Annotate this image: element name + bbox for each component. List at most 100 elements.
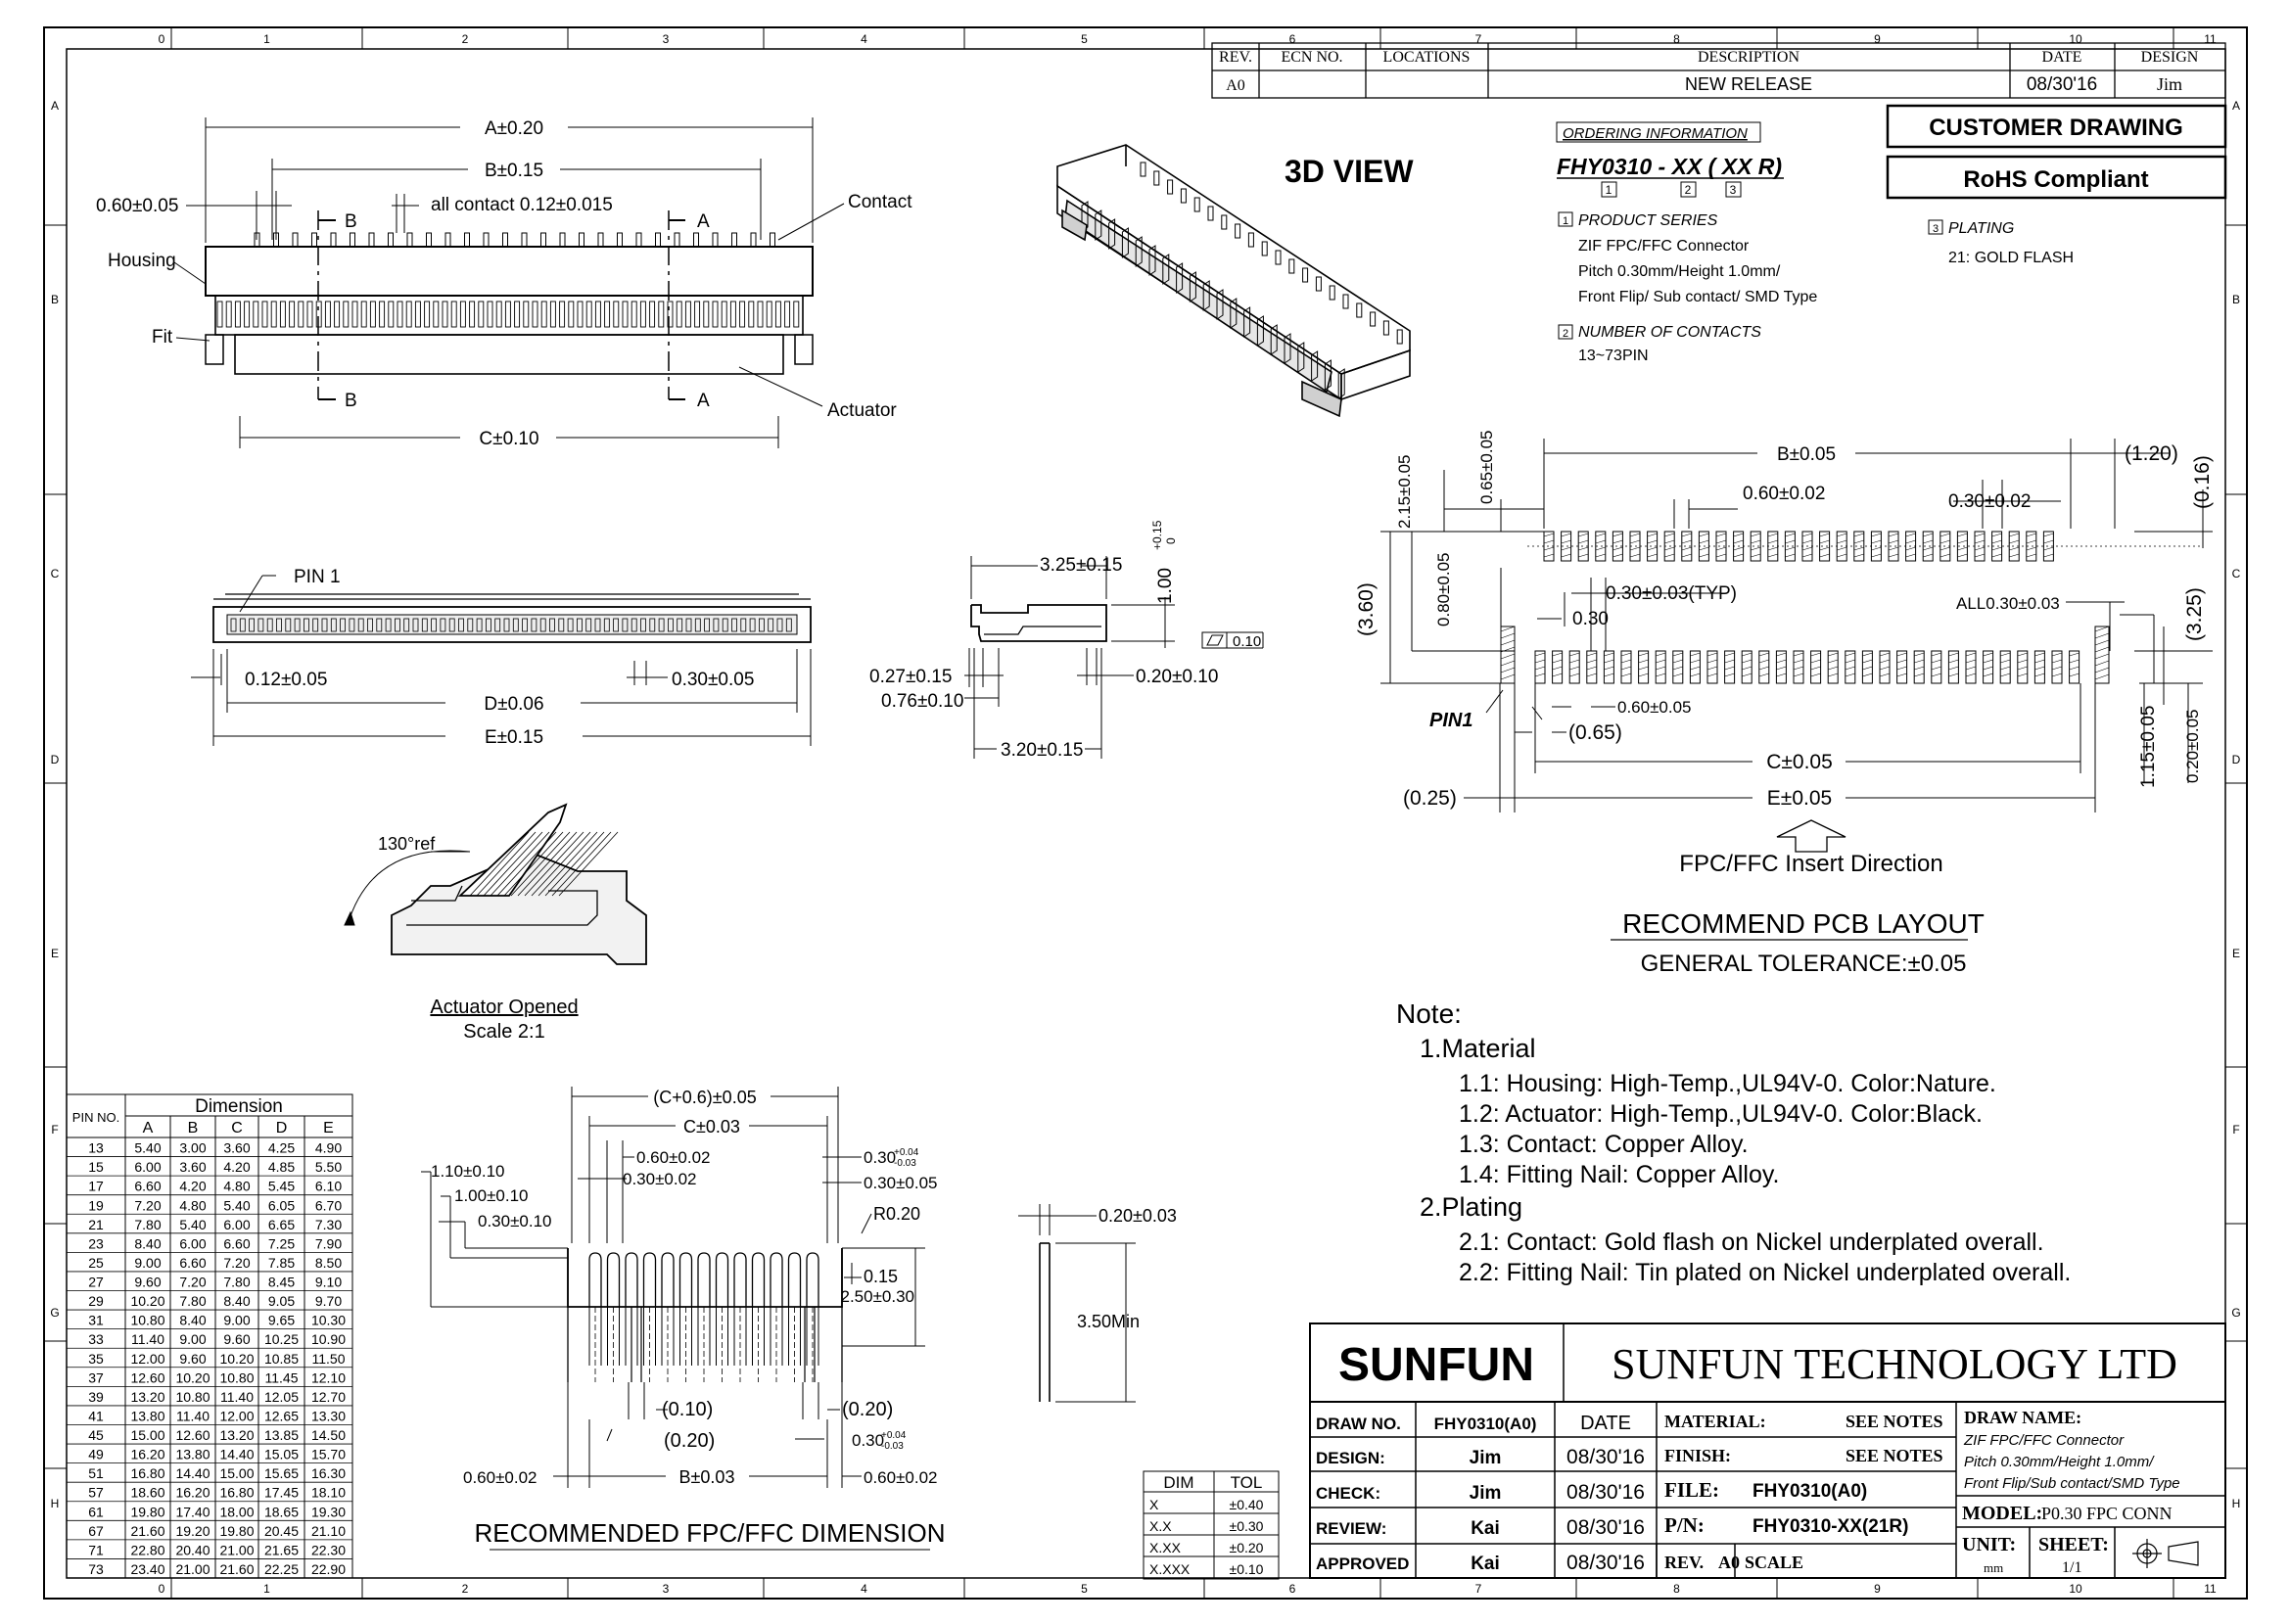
table-cell: 7.80 bbox=[223, 1275, 250, 1290]
pcb-dim-065: 0.65±0.05 bbox=[1477, 430, 1496, 504]
title-row-date: 08/30'16 bbox=[1566, 1446, 1645, 1468]
column-zone-label: 9 bbox=[1874, 32, 1881, 46]
series-line-3: Front Flip/ Sub contact/ SMD Type bbox=[1578, 289, 1817, 305]
table-cell: 7.20 bbox=[134, 1197, 161, 1213]
table-cell: 10.80 bbox=[219, 1369, 254, 1385]
table-cell: 20.40 bbox=[175, 1542, 210, 1557]
title-row-label: DRAW NO. bbox=[1316, 1415, 1401, 1433]
table-cell: 11.40 bbox=[176, 1408, 210, 1423]
table-cell: 7.20 bbox=[179, 1275, 206, 1290]
company-name: SUNFUN TECHNOLOGY LTD bbox=[1612, 1340, 2177, 1388]
table-cell: 18.00 bbox=[219, 1504, 254, 1519]
pin-no-header: PIN NO. bbox=[72, 1110, 119, 1125]
table-cell: 4.80 bbox=[223, 1179, 250, 1194]
table-cell: 4.20 bbox=[223, 1159, 250, 1175]
table-cell: 7.20 bbox=[223, 1255, 250, 1271]
table-cell: 7.80 bbox=[134, 1217, 161, 1232]
table-cell: 20.45 bbox=[264, 1523, 299, 1539]
pcb-dim-020: 0.20±0.05 bbox=[2183, 709, 2202, 783]
table-cell: 4.85 bbox=[268, 1159, 295, 1175]
column-zone-label: 5 bbox=[1081, 1582, 1088, 1596]
product-series-label: PRODUCT SERIES bbox=[1578, 212, 1718, 229]
dim-section-width2: 3.20±0.15 bbox=[1001, 740, 1083, 761]
table-cell: 37 bbox=[88, 1369, 104, 1385]
pcb-dim-120: (1.20) bbox=[2125, 442, 2178, 465]
table-cell: 13.85 bbox=[264, 1427, 299, 1443]
sheet-label: SHEET: bbox=[2038, 1534, 2109, 1555]
pn-label: P/N: bbox=[1664, 1513, 1705, 1537]
table-cell: 41 bbox=[88, 1408, 104, 1423]
tolerance-dim: X.XXX bbox=[1149, 1561, 1191, 1577]
note-1: 1.Material bbox=[1420, 1034, 1536, 1063]
column-zone-label: 8 bbox=[1673, 1582, 1680, 1596]
row-zone-label: A bbox=[2232, 99, 2240, 113]
num-contacts-index: 2 bbox=[1563, 328, 1568, 340]
dimension-column-header: E bbox=[323, 1120, 334, 1137]
pcb-general-tolerance: GENERAL TOLERANCE:±0.05 bbox=[1641, 951, 1967, 977]
fpc-dim-030b: 0.30±0.10 bbox=[478, 1212, 552, 1230]
table-cell: 3.60 bbox=[223, 1140, 250, 1156]
table-cell: 7.90 bbox=[315, 1235, 342, 1251]
unit-label: UNIT: bbox=[1962, 1534, 2016, 1555]
table-cell: 14.50 bbox=[311, 1427, 346, 1443]
table-cell: 10.80 bbox=[130, 1313, 164, 1328]
column-zone-label: 3 bbox=[663, 1582, 670, 1596]
table-cell: 5.40 bbox=[179, 1217, 206, 1232]
table-cell: 39 bbox=[88, 1389, 104, 1405]
table-cell: 10.25 bbox=[264, 1331, 299, 1347]
row-zone-label: C bbox=[51, 567, 60, 580]
table-cell: 4.20 bbox=[179, 1179, 206, 1194]
column-zone-label: 0 bbox=[159, 1582, 165, 1596]
pcb-dim-025: (0.25) bbox=[1403, 787, 1457, 810]
table-cell: 21.10 bbox=[311, 1523, 346, 1539]
table-cell: 12.70 bbox=[311, 1389, 346, 1405]
draw-name-line-1: ZIF FPC/FFC Connector bbox=[1963, 1432, 2125, 1449]
table-cell: 6.65 bbox=[268, 1217, 295, 1232]
table-cell: 14.40 bbox=[175, 1465, 210, 1481]
table-cell: 67 bbox=[88, 1523, 104, 1539]
table-cell: 21.65 bbox=[264, 1542, 299, 1557]
tolerance-header: DIM bbox=[1163, 1473, 1193, 1492]
title-row-value: Jim bbox=[1470, 1483, 1502, 1504]
table-cell: 8.40 bbox=[223, 1293, 250, 1309]
column-zone-label: 9 bbox=[1874, 1582, 1881, 1596]
pcb-dim-c: C±0.05 bbox=[1766, 751, 1833, 773]
fpc-dim-020a: (0.20) bbox=[664, 1430, 715, 1452]
date-value: 08/30'16 bbox=[2027, 74, 2097, 95]
table-cell: 15.70 bbox=[311, 1447, 346, 1462]
table-cell: 23 bbox=[88, 1235, 104, 1251]
series-line-2: Pitch 0.30mm/Height 1.0mm/ bbox=[1578, 263, 1781, 280]
table-cell: 9.05 bbox=[268, 1293, 295, 1309]
design-header: DESIGN bbox=[2141, 49, 2199, 66]
label-130-ref: 130°ref bbox=[378, 834, 436, 854]
dim-d: D±0.06 bbox=[484, 694, 543, 715]
3d-contact-teeth bbox=[1081, 162, 1403, 399]
label-housing: Housing bbox=[108, 251, 176, 271]
fpc-thickness-view: 0.20±0.03 3.50Min bbox=[1018, 1204, 1177, 1403]
table-cell: 8.40 bbox=[134, 1235, 161, 1251]
contacts-range: 13~73PIN bbox=[1578, 348, 1649, 364]
title-row-value: Kai bbox=[1471, 1554, 1500, 1574]
table-cell: 45 bbox=[88, 1427, 104, 1443]
pcb-dim-030-typ: 0.30±0.03(TYP) bbox=[1606, 583, 1737, 604]
fpc-tol-dn: -0.03 bbox=[894, 1158, 916, 1169]
pcb-bottom-pads bbox=[1500, 626, 2110, 684]
table-cell: 5.45 bbox=[268, 1179, 295, 1194]
row-zone-label: A bbox=[51, 99, 59, 113]
label-contact: Contact bbox=[848, 192, 912, 212]
table-cell: 7.25 bbox=[268, 1235, 295, 1251]
label-actuator: Actuator bbox=[827, 400, 897, 421]
insert-direction-arrow bbox=[1776, 819, 1846, 853]
table-cell: 12.60 bbox=[130, 1369, 164, 1385]
fpc-dim-b: B±0.03 bbox=[679, 1467, 735, 1487]
fpc-dim-030d: 0.30 bbox=[852, 1431, 884, 1450]
